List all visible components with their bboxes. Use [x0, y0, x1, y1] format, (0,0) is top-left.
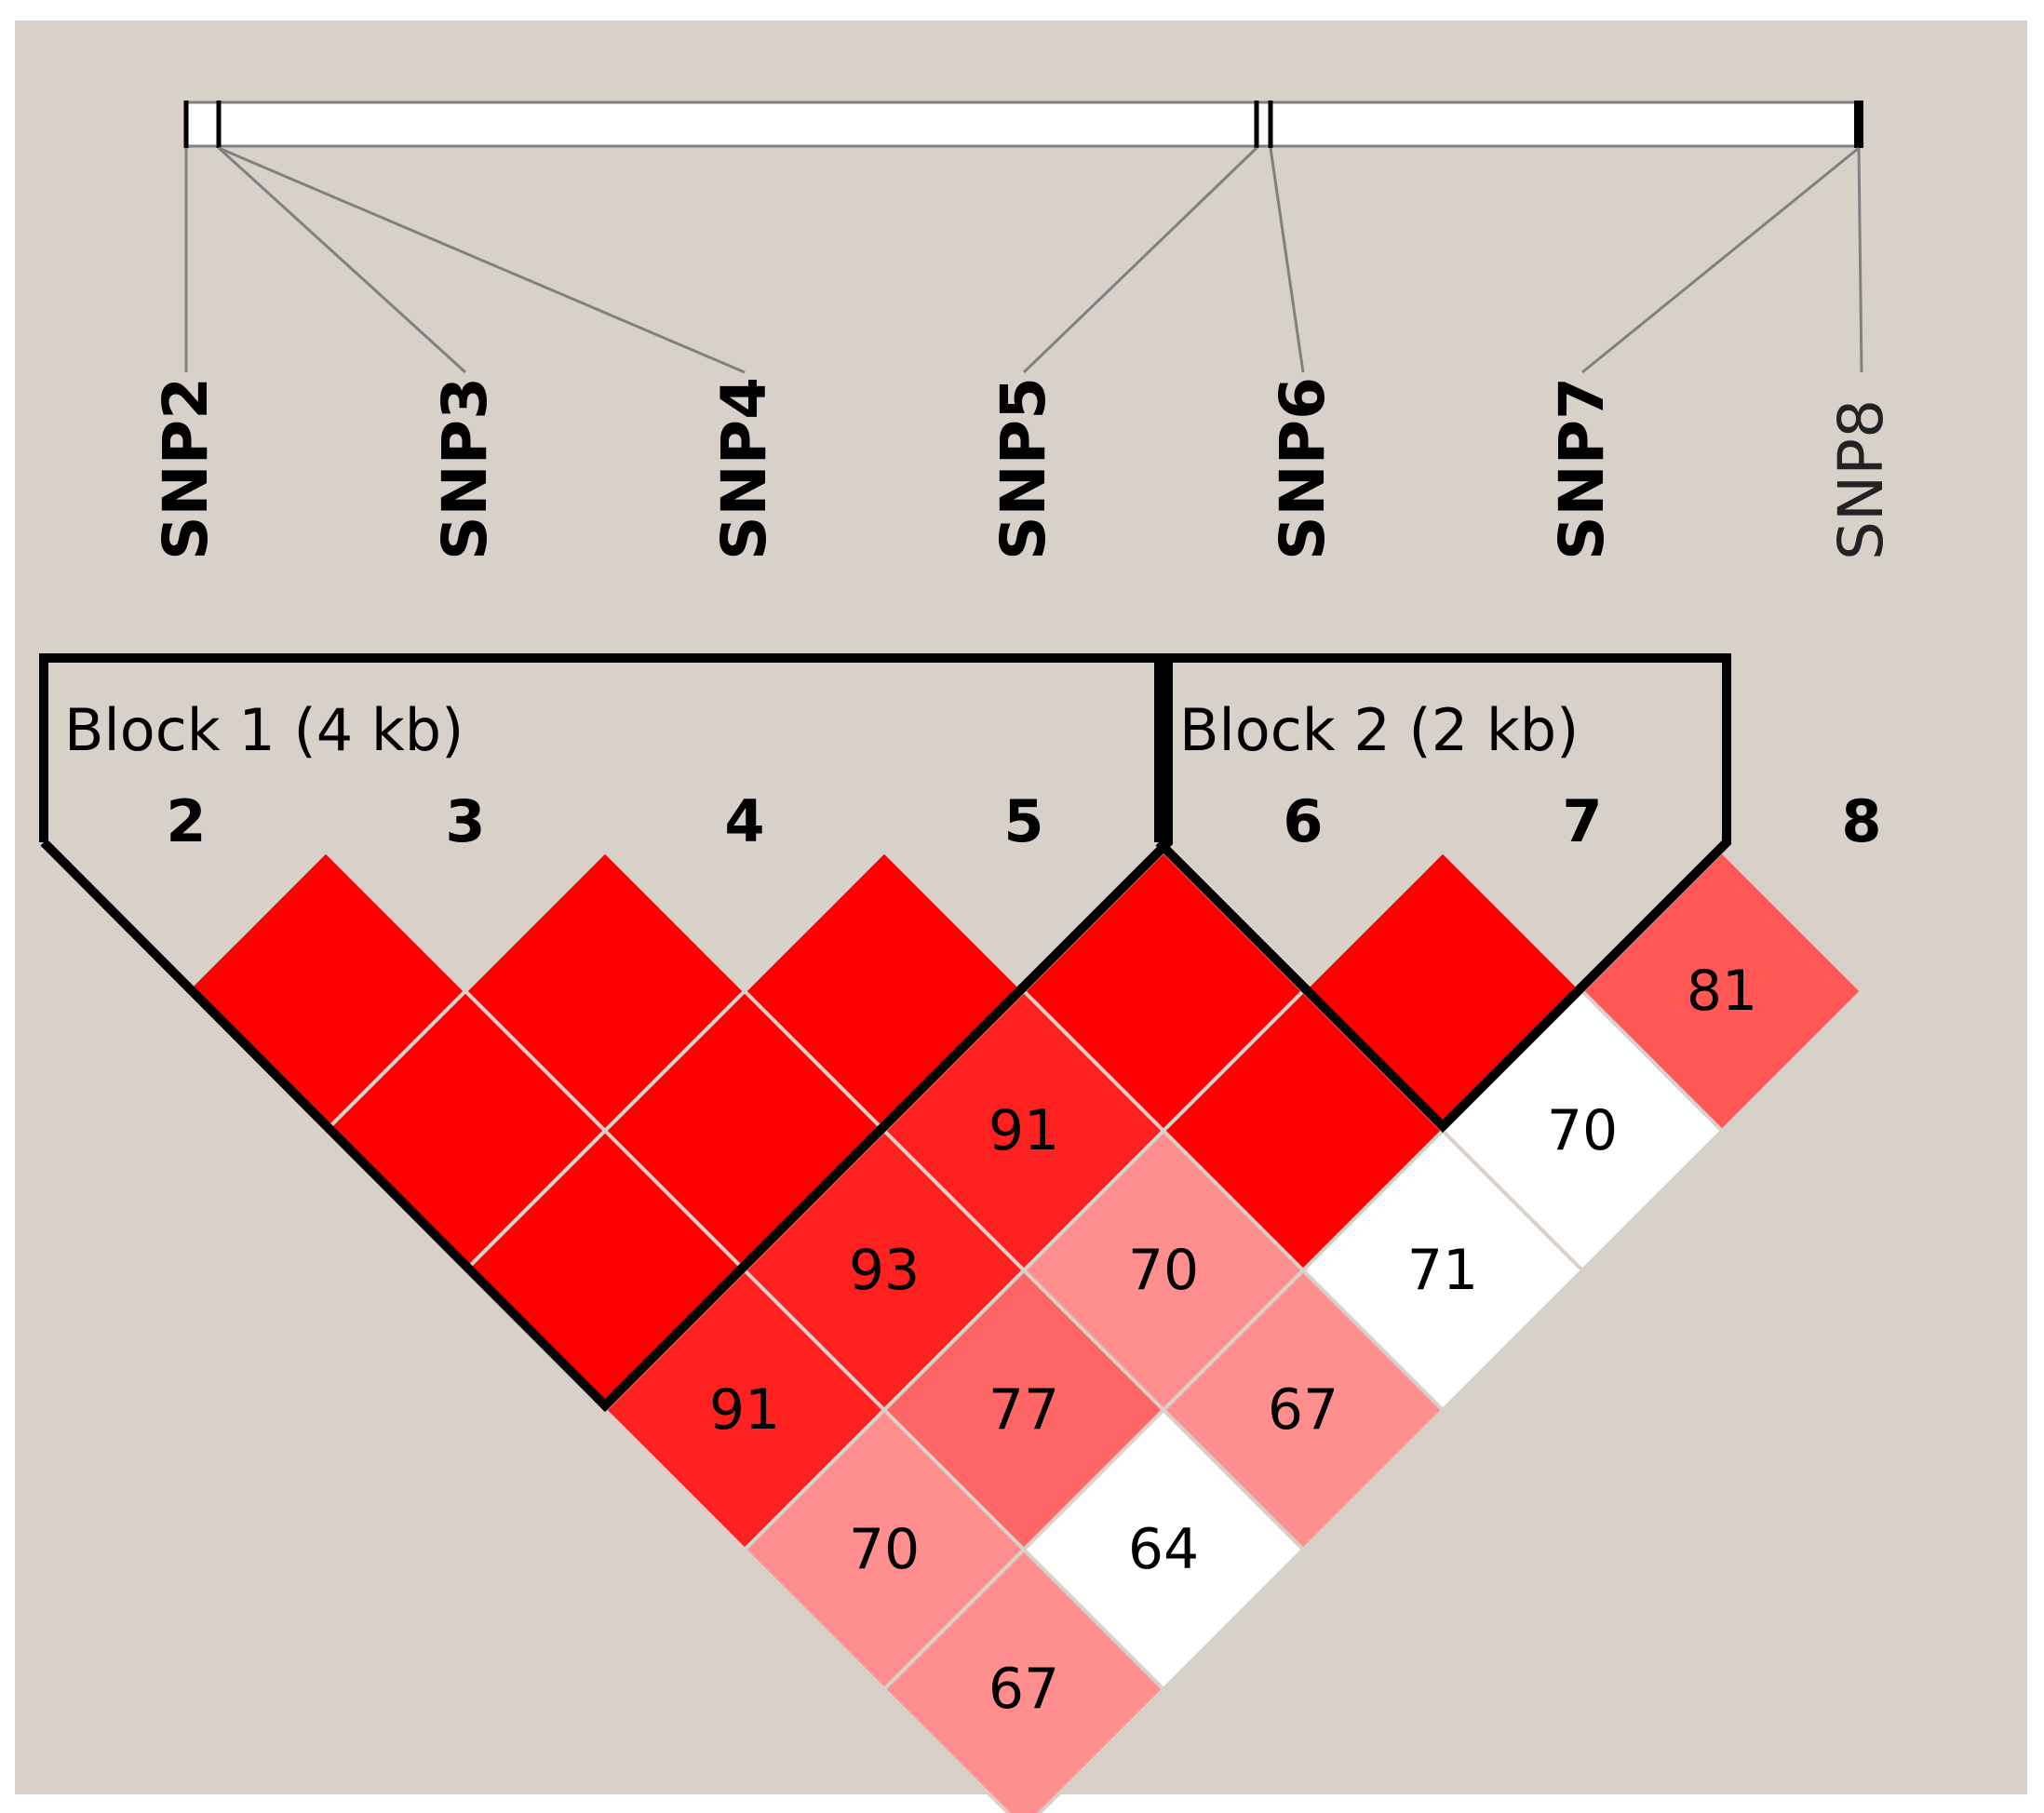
ld-cell-value: 70 [1128, 1238, 1199, 1303]
map-connector-line [1581, 146, 1860, 374]
ld-cell-value: 70 [1547, 1098, 1618, 1163]
ld-cell-value: 91 [988, 1098, 1059, 1163]
ld-cell-value: 81 [1687, 959, 1757, 1024]
snp-label-6: SNP6 [1267, 377, 1338, 560]
snp-label-4: SNP4 [708, 377, 780, 560]
snp-index-7: 7 [1562, 787, 1602, 855]
snp-label-2: SNP2 [150, 377, 222, 560]
map-bar [184, 101, 1861, 148]
ld-cell-2-8 [881, 1547, 1166, 1813]
snp-index-8: 8 [1841, 787, 1881, 855]
haplotype-block-outline-2 [1154, 653, 1731, 1134]
snp-label-8: SNP8 [1825, 399, 1897, 560]
snp-index-3: 3 [445, 787, 485, 855]
ld-cell-value: 67 [1268, 1377, 1338, 1443]
snp-index-row: 2 3 4 5 6 7 8 [166, 787, 1881, 855]
ld-cell-value: 91 [709, 1377, 780, 1443]
ld-cell-value: 77 [988, 1377, 1059, 1443]
snp-label-7: SNP7 [1546, 377, 1618, 560]
ld-cell-value: 71 [1407, 1238, 1478, 1303]
snp-index-6: 6 [1283, 787, 1323, 855]
snp-label-5: SNP5 [988, 377, 1059, 560]
map-connector-line [218, 146, 746, 374]
map-connector-line [217, 146, 467, 374]
haplotype-block-outline-1 [39, 653, 1173, 1413]
map-connector-line [1269, 147, 1305, 373]
block-label-1: Block 1 (4 kb) [64, 696, 464, 764]
snp-index-5: 5 [1003, 787, 1043, 855]
ld-cell-value: 67 [988, 1657, 1059, 1722]
block-label-2: Block 2 (2 kb) [1179, 696, 1579, 764]
ld-cell-value: 64 [1128, 1517, 1199, 1582]
map-connector-line [1022, 146, 1258, 374]
haplotype-blocks: Block 1 (4 kb) Block 2 (2 kb) [39, 653, 1731, 1413]
map-connector-line [1857, 147, 1863, 373]
snp-index-2: 2 [166, 787, 206, 855]
ld-cell-value: 93 [849, 1238, 920, 1303]
snp-label-3: SNP3 [429, 377, 501, 560]
snp-index-4: 4 [724, 787, 764, 855]
snp-labels: SNP2 SNP3 SNP4 SNP5 SNP6 SNP7 SNP8 [150, 377, 1897, 560]
ld-cell-value: 70 [849, 1517, 920, 1582]
physical-map [183, 101, 1863, 374]
